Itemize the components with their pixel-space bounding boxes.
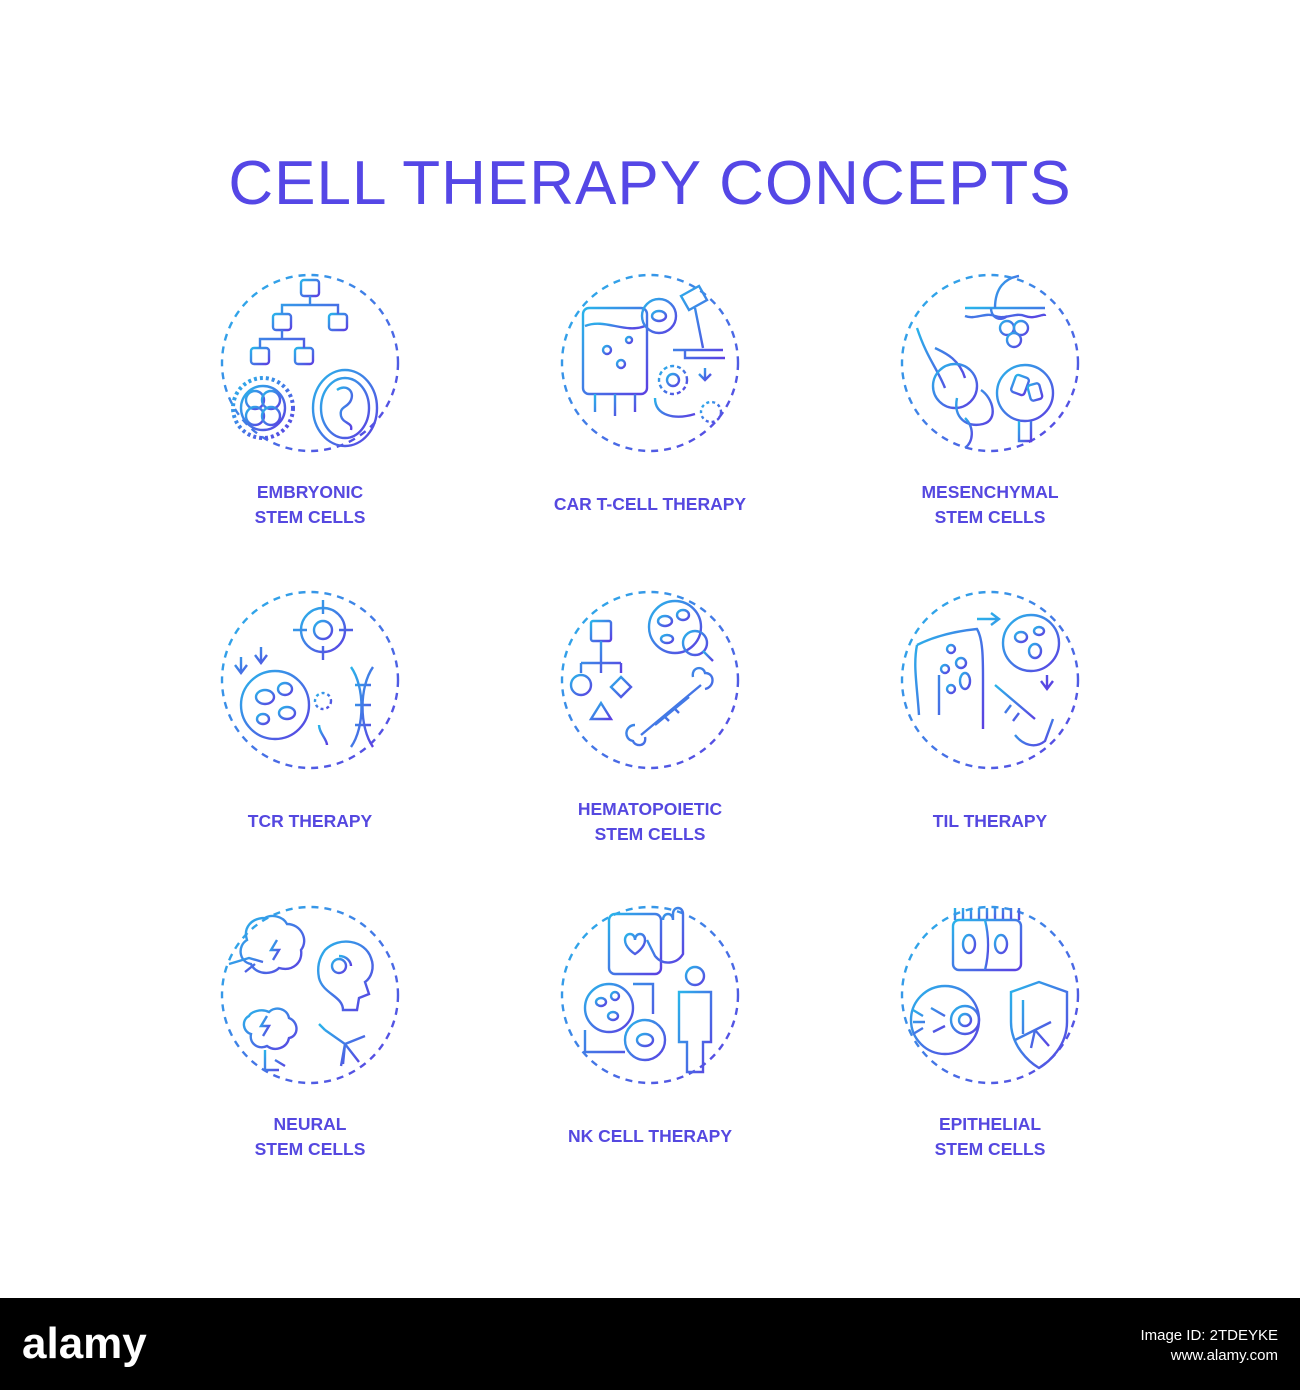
label-line1: MESENCHYMAL xyxy=(921,482,1059,502)
concept-label: TCR THERAPY xyxy=(145,809,475,834)
car-t-cell-therapy-icon xyxy=(485,268,815,458)
label-line2: STEM CELLS xyxy=(254,1139,366,1159)
neural-stem-cells-icon xyxy=(145,900,475,1090)
footer-bar: alamy Image ID: 2TDEYKE www.alamy.com xyxy=(0,1298,1300,1390)
epithelial-stem-cells-icon xyxy=(825,900,1155,1090)
label-line1: HEMATOPOIETIC xyxy=(577,799,723,819)
label-line1: TIL THERAPY xyxy=(932,811,1048,831)
concept-label: NEURAL STEM CELLS xyxy=(145,1112,475,1162)
concept-label: CAR T-CELL THERAPY xyxy=(485,492,815,517)
concept-label: MESENCHYMAL STEM CELLS xyxy=(825,480,1155,530)
concept-label: HEMATOPOIETIC STEM CELLS xyxy=(485,797,815,847)
label-line2: STEM CELLS xyxy=(934,1139,1046,1159)
alamy-logo: alamy xyxy=(22,1319,212,1368)
concept-label: EPITHELIAL STEM CELLS xyxy=(825,1112,1155,1162)
logo-text: alamy xyxy=(22,1320,147,1368)
concept-label: NK CELL THERAPY xyxy=(485,1124,815,1149)
image-id: Image ID: 2TDEYKE xyxy=(1140,1327,1278,1344)
page-title: CELL THERAPY CONCEPTS xyxy=(228,149,1072,218)
mesenchymal-stem-cells-icon xyxy=(825,268,1155,458)
concept-label: EMBRYONIC STEM CELLS xyxy=(145,480,475,530)
label-line1: EPITHELIAL xyxy=(938,1114,1042,1134)
label-line2: STEM CELLS xyxy=(934,507,1046,527)
site-url: www.alamy.com xyxy=(1170,1347,1278,1364)
tcr-therapy-icon xyxy=(145,585,475,775)
label-line1: NEURAL xyxy=(273,1114,347,1134)
label-line1: TCR THERAPY xyxy=(247,811,373,831)
concept-label: TIL THERAPY xyxy=(825,809,1155,834)
embryonic-stem-cells-icon xyxy=(145,268,475,458)
label-line2: STEM CELLS xyxy=(594,824,706,844)
label-line1: CAR T-CELL THERAPY xyxy=(553,494,747,514)
footer-info: Image ID: 2TDEYKE www.alamy.com xyxy=(1140,1326,1278,1366)
til-therapy-icon xyxy=(825,585,1155,775)
nk-cell-therapy-icon xyxy=(485,900,815,1090)
hematopoietic-stem-cells-icon xyxy=(485,585,815,775)
label-line1: EMBRYONIC xyxy=(256,482,364,502)
label-line2: STEM CELLS xyxy=(254,507,366,527)
label-line1: NK CELL THERAPY xyxy=(568,1126,732,1146)
